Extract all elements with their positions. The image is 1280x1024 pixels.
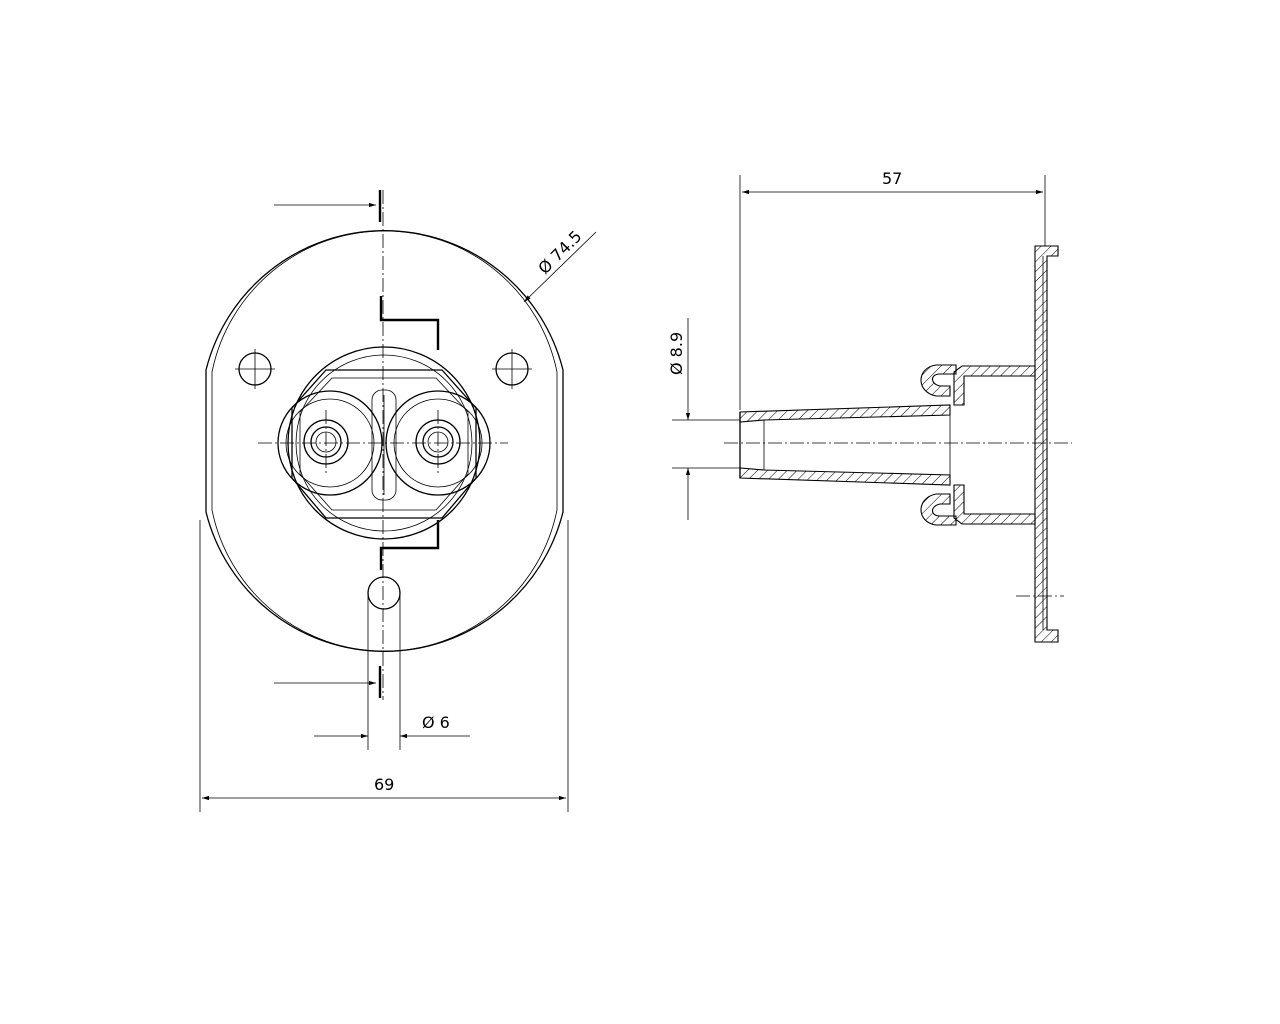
lower-hole: [367, 576, 401, 750]
mounting-hole-right: [492, 349, 532, 389]
dim-hole-diameter-label: Ø 6: [422, 713, 450, 732]
dim-hole-diameter: Ø 6: [314, 713, 470, 739]
mounting-hole-left: [235, 349, 275, 389]
dim-depth: 57: [739, 169, 1046, 410]
dim-outer-diameter-label: Ø 74.5: [534, 227, 585, 278]
dim-tube-diameter: Ø 8.9: [667, 318, 740, 520]
section-cut-line: [274, 190, 440, 698]
tube-section-upper: [739, 404, 951, 423]
dim-depth-label: 57: [882, 169, 902, 188]
dim-tube-diameter-label: Ø 8.9: [667, 332, 686, 375]
tube-section-lower: [739, 467, 951, 486]
front-view: Ø 74.5 Ø 6 69: [199, 190, 597, 812]
dim-outer-diameter: Ø 74.5: [523, 227, 597, 303]
flange-outline: [205, 230, 564, 652]
side-view: 57 Ø 8.9: [667, 169, 1072, 643]
dim-width: 69: [199, 520, 569, 812]
flange-inner-outline: [211, 230, 558, 652]
dim-width-label: 69: [374, 775, 394, 794]
body-section-upper: [953, 365, 1036, 406]
flange-plate-section: [1034, 245, 1059, 643]
body-section-lower: [953, 484, 1036, 525]
